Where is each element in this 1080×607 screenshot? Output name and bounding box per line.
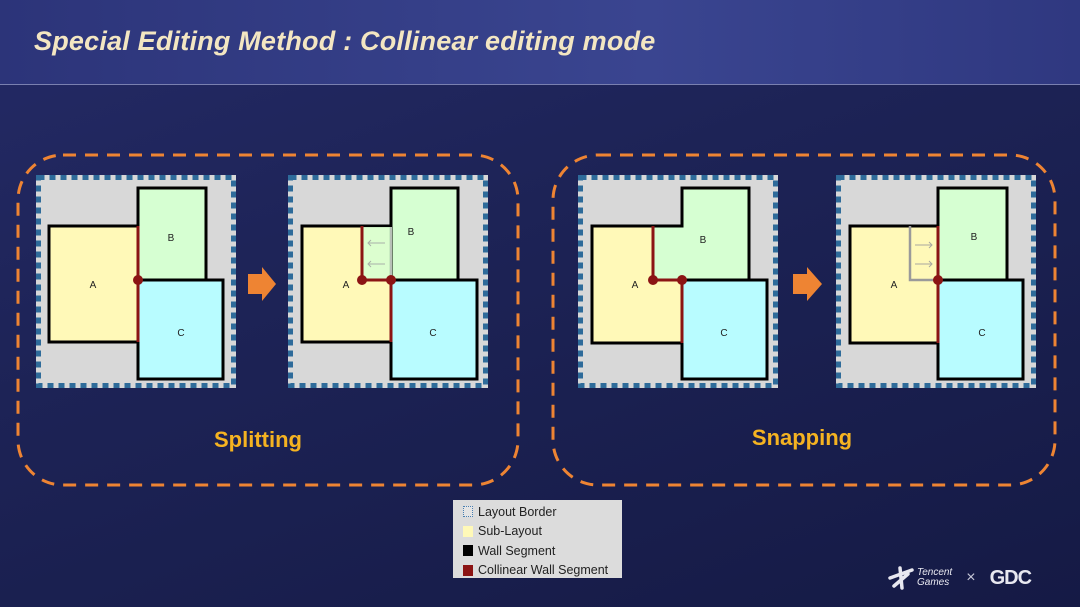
collinear-node: [677, 275, 687, 285]
room-label-c: C: [429, 328, 436, 339]
room-c: [136, 278, 225, 381]
legend-label: Sub-Layout: [478, 524, 542, 539]
slide-title: Special Editing Method : Collinear editi…: [34, 26, 656, 56]
collinear-node: [386, 275, 396, 285]
times-sign: ×: [966, 569, 976, 586]
collinear-node: [648, 275, 658, 285]
snapping-before-panel: A B C: [578, 175, 778, 388]
room-label-b: B: [971, 232, 978, 243]
splitting-before-panel: A B C: [36, 175, 236, 388]
splitting-label: Splitting: [214, 427, 302, 452]
room-label-b: B: [408, 227, 415, 238]
legend-item: Wall Segment: [463, 541, 622, 561]
collinear-wall: [360, 226, 393, 342]
games-text: Games: [917, 577, 950, 588]
brand-logos: Tencent Games × GDC: [888, 566, 1032, 590]
left-arrow-icon: [367, 239, 385, 268]
room-label-b: B: [168, 233, 175, 244]
room-label-a: A: [90, 280, 97, 291]
title-bar: Special Editing Method : Collinear editi…: [0, 0, 1080, 85]
snapping-group-box: [551, 153, 1057, 487]
right-arrow-icon: [793, 267, 822, 301]
room-b: [389, 186, 460, 282]
room-c: [680, 278, 769, 381]
legend-label: Collinear Wall Segment: [478, 563, 609, 578]
sub-layout-swatch-icon: [463, 525, 473, 537]
room-label-b: B: [700, 235, 707, 246]
splitting-after-panel: A B C: [288, 175, 488, 388]
tencent-games-logo: Tencent Games: [917, 568, 952, 588]
legend-item: Layout Border: [463, 502, 622, 522]
room-label-c: C: [177, 328, 184, 339]
collinear-wall-swatch-icon: [463, 564, 473, 576]
room-b: [653, 188, 749, 280]
room-c: [936, 278, 1025, 381]
wall-segment-swatch-icon: [463, 545, 473, 557]
right-arrow-icon: [248, 267, 276, 301]
collinear-node: [933, 275, 943, 285]
legend-label: Wall Segment: [478, 543, 556, 558]
room-label-a: A: [632, 280, 639, 291]
legend-label: Layout Border: [478, 504, 557, 519]
collinear-node: [357, 275, 367, 285]
gdc-logo: GDC: [989, 566, 1032, 589]
room-label-a: A: [891, 280, 898, 291]
snapping-after-panel: A B C: [836, 175, 1036, 388]
right-arrow-hint-icon: [915, 241, 933, 268]
tencent-games-logo-icon: [888, 566, 914, 590]
room-b: [936, 186, 1009, 282]
tencent-text: Tencent: [917, 567, 953, 578]
collinear-wall: [651, 226, 684, 343]
legend-item: Collinear Wall Segment: [463, 561, 622, 581]
room-label-a: A: [343, 280, 350, 291]
legend: Layout Border Sub-Layout Wall Segment Co…: [453, 500, 622, 578]
splitting-group-box: [16, 153, 520, 487]
room-label-c: C: [978, 328, 985, 339]
layout-border-swatch-icon: [463, 506, 473, 518]
room-label-c: C: [720, 328, 727, 339]
legend-item: Sub-Layout: [463, 522, 622, 542]
room-c: [389, 278, 479, 381]
snapping-label: Snapping: [752, 425, 852, 450]
collinear-node: [133, 275, 143, 285]
